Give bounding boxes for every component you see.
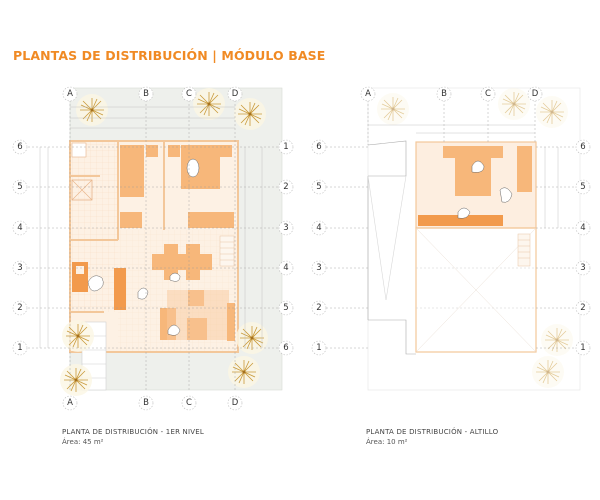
svg-text:D: D	[232, 398, 239, 408]
svg-text:D: D	[532, 89, 539, 99]
svg-text:A: A	[365, 89, 371, 99]
svg-text:A: A	[67, 398, 73, 408]
svg-text:5: 5	[580, 182, 585, 192]
svg-text:1: 1	[580, 343, 585, 353]
svg-text:4: 4	[17, 223, 22, 233]
svg-text:4: 4	[580, 223, 585, 233]
svg-text:B: B	[441, 89, 447, 99]
svg-text:1: 1	[283, 142, 288, 152]
svg-text:C: C	[485, 89, 491, 99]
svg-text:4: 4	[316, 223, 321, 233]
svg-text:5: 5	[17, 182, 22, 192]
grid-label-col: A	[67, 89, 73, 99]
page-title: PLANTAS DE DISTRIBUCIÓN | MÓDULO BASE	[13, 48, 326, 63]
caption-area: Área: 45 m²	[62, 438, 104, 446]
svg-text:5: 5	[283, 303, 288, 313]
plan-altillo: A B C D 6 5 4 3 2 1 6 5 4 3 2 1	[311, 86, 591, 391]
svg-text:6: 6	[17, 142, 22, 152]
svg-text:B: B	[143, 398, 149, 408]
svg-text:1: 1	[316, 343, 321, 353]
svg-text:2: 2	[283, 182, 288, 192]
svg-text:3: 3	[580, 263, 585, 273]
svg-text:C: C	[186, 89, 192, 99]
svg-text:2: 2	[17, 303, 22, 313]
caption-1er-nivel: PLANTA DE DISTRIBUCIÓN - 1ER NIVEL Área:…	[62, 427, 204, 447]
caption-altillo: PLANTA DE DISTRIBUCIÓN - ALTILLO Área: 1…	[366, 427, 498, 447]
svg-text:3: 3	[316, 263, 321, 273]
svg-text:3: 3	[283, 223, 288, 233]
plan-1er-nivel: A B C D A B C D 6 5 4 3 2 1 1 2 3 4 5 6	[12, 86, 294, 411]
svg-text:1: 1	[17, 343, 22, 353]
svg-text:D: D	[232, 89, 239, 99]
svg-text:6: 6	[580, 142, 585, 152]
svg-text:5: 5	[316, 182, 321, 192]
caption-area: Área: 10 m²	[366, 438, 408, 446]
svg-text:6: 6	[316, 142, 321, 152]
svg-text:C: C	[186, 398, 192, 408]
svg-text:B: B	[143, 89, 149, 99]
caption-title: PLANTA DE DISTRIBUCIÓN - ALTILLO	[366, 428, 499, 436]
svg-text:3: 3	[17, 263, 22, 273]
svg-text:4: 4	[283, 263, 288, 273]
svg-text:2: 2	[580, 303, 585, 313]
caption-title: PLANTA DE DISTRIBUCIÓN - 1ER NIVEL	[62, 428, 204, 436]
svg-text:2: 2	[316, 303, 321, 313]
svg-text:6: 6	[283, 343, 288, 353]
